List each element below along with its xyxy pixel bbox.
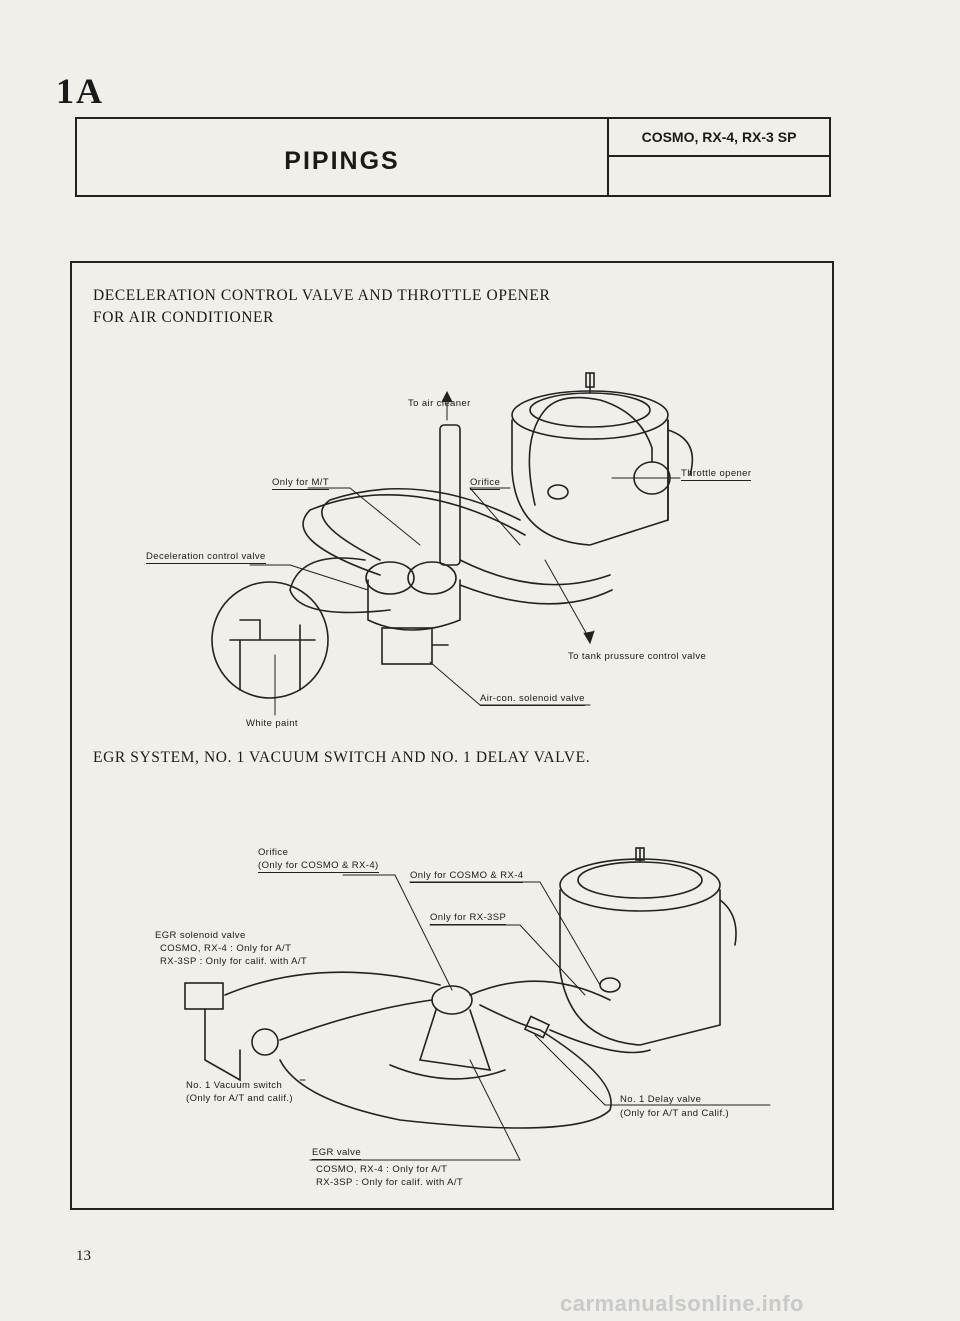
label-decel-valve: Deceleration control valve: [146, 551, 266, 564]
egr-valve-drawing: [389, 985, 506, 1080]
label-orifice-2-note: (Only for COSMO & RX-4): [258, 860, 379, 873]
hoses-1: [289, 488, 613, 614]
label-to-air-cleaner: To air cleaner: [408, 398, 471, 409]
label-egr-solenoid-note2: RX-3SP : Only for calif. with A/T: [160, 956, 308, 967]
label-only-cosmo-rx4: Only for COSMO & RX-4: [410, 870, 524, 883]
label-orifice-2: Orifice: [258, 847, 289, 858]
label-egr-valve-note1: COSMO, RX-4 : Only for A/T: [316, 1164, 448, 1175]
label-egr-solenoid: EGR solenoid valve: [155, 930, 246, 941]
label-egr-valve: EGR valve: [312, 1147, 362, 1160]
label-egr-solenoid-note1: COSMO, RX-4 : Only for A/T: [160, 943, 292, 954]
page-title: PIPINGS: [284, 146, 400, 175]
label-delay-valve-note: (Only for A/T and Calif.): [620, 1108, 730, 1119]
header-divider: [607, 119, 609, 195]
diagram-panel: [70, 261, 834, 1210]
footer-watermark: carmanualsonline.info: [560, 1291, 804, 1316]
label-vacuum-switch: No. 1 Vacuum switch: [186, 1080, 283, 1091]
label-delay-valve: No. 1 Delay valve: [620, 1094, 702, 1105]
header-models: COSMO, RX-4, RX-3 SP: [609, 119, 829, 157]
page-header: PIPINGS COSMO, RX-4, RX-3 SP: [75, 117, 831, 197]
label-vacuum-switch-note: (Only for A/T and calif.): [186, 1093, 293, 1104]
leader-lines-1: [249, 390, 681, 716]
air-cleaner-drawing-2: [559, 847, 737, 1046]
section1-title-line1: DECELERATION CONTROL VALVE AND THROTTLE …: [93, 287, 551, 304]
decel-valve-drawing: [365, 424, 461, 665]
label-white-paint: White paint: [246, 718, 298, 729]
white-paint-inset: [211, 581, 329, 699]
page-number: 13: [76, 1248, 91, 1264]
label-to-tank: To tank prussure control valve: [568, 651, 707, 662]
delay-valve-drawing: [523, 1015, 551, 1039]
section1-title-line2: FOR AIR CONDITIONER: [93, 309, 275, 326]
section2-title: EGR SYSTEM, NO. 1 VACUUM SWITCH AND NO. …: [93, 749, 591, 766]
label-egr-valve-note2: RX-3SP : Only for calif. with A/T: [316, 1177, 464, 1188]
section-code: 1A: [56, 71, 104, 111]
label-throttle-opener: Throttle opener: [681, 468, 752, 481]
label-solenoid: Air-con. solenoid valve: [480, 693, 585, 706]
egr-solenoid-drawing: [184, 982, 279, 1082]
label-orifice-1: Orifice: [470, 477, 501, 490]
air-cleaner-drawing-1: [511, 372, 694, 546]
label-only-mt: Only for M/T: [272, 477, 330, 490]
label-only-rx3sp: Only for RX-3SP: [430, 912, 507, 925]
hoses-2: [224, 971, 651, 1129]
